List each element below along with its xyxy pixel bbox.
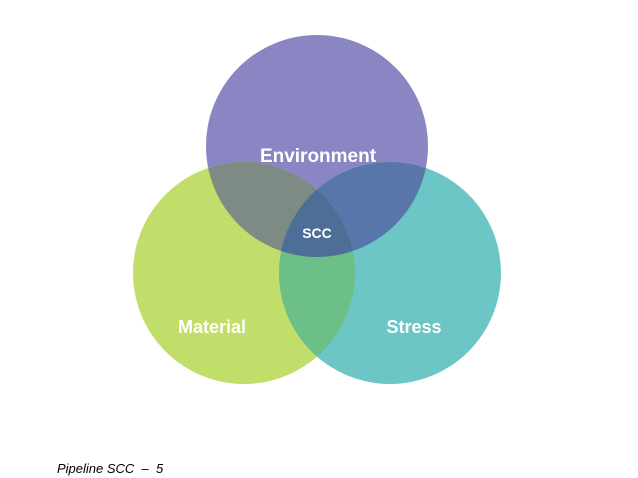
center-overlap <box>279 162 355 257</box>
scc-label: SCC <box>302 225 332 241</box>
stress-label: Stress <box>386 317 441 337</box>
slide-footer: Pipeline SCC – 5 <box>57 461 164 476</box>
environment-label: Environment <box>260 146 377 167</box>
material-label: Material <box>178 317 246 337</box>
